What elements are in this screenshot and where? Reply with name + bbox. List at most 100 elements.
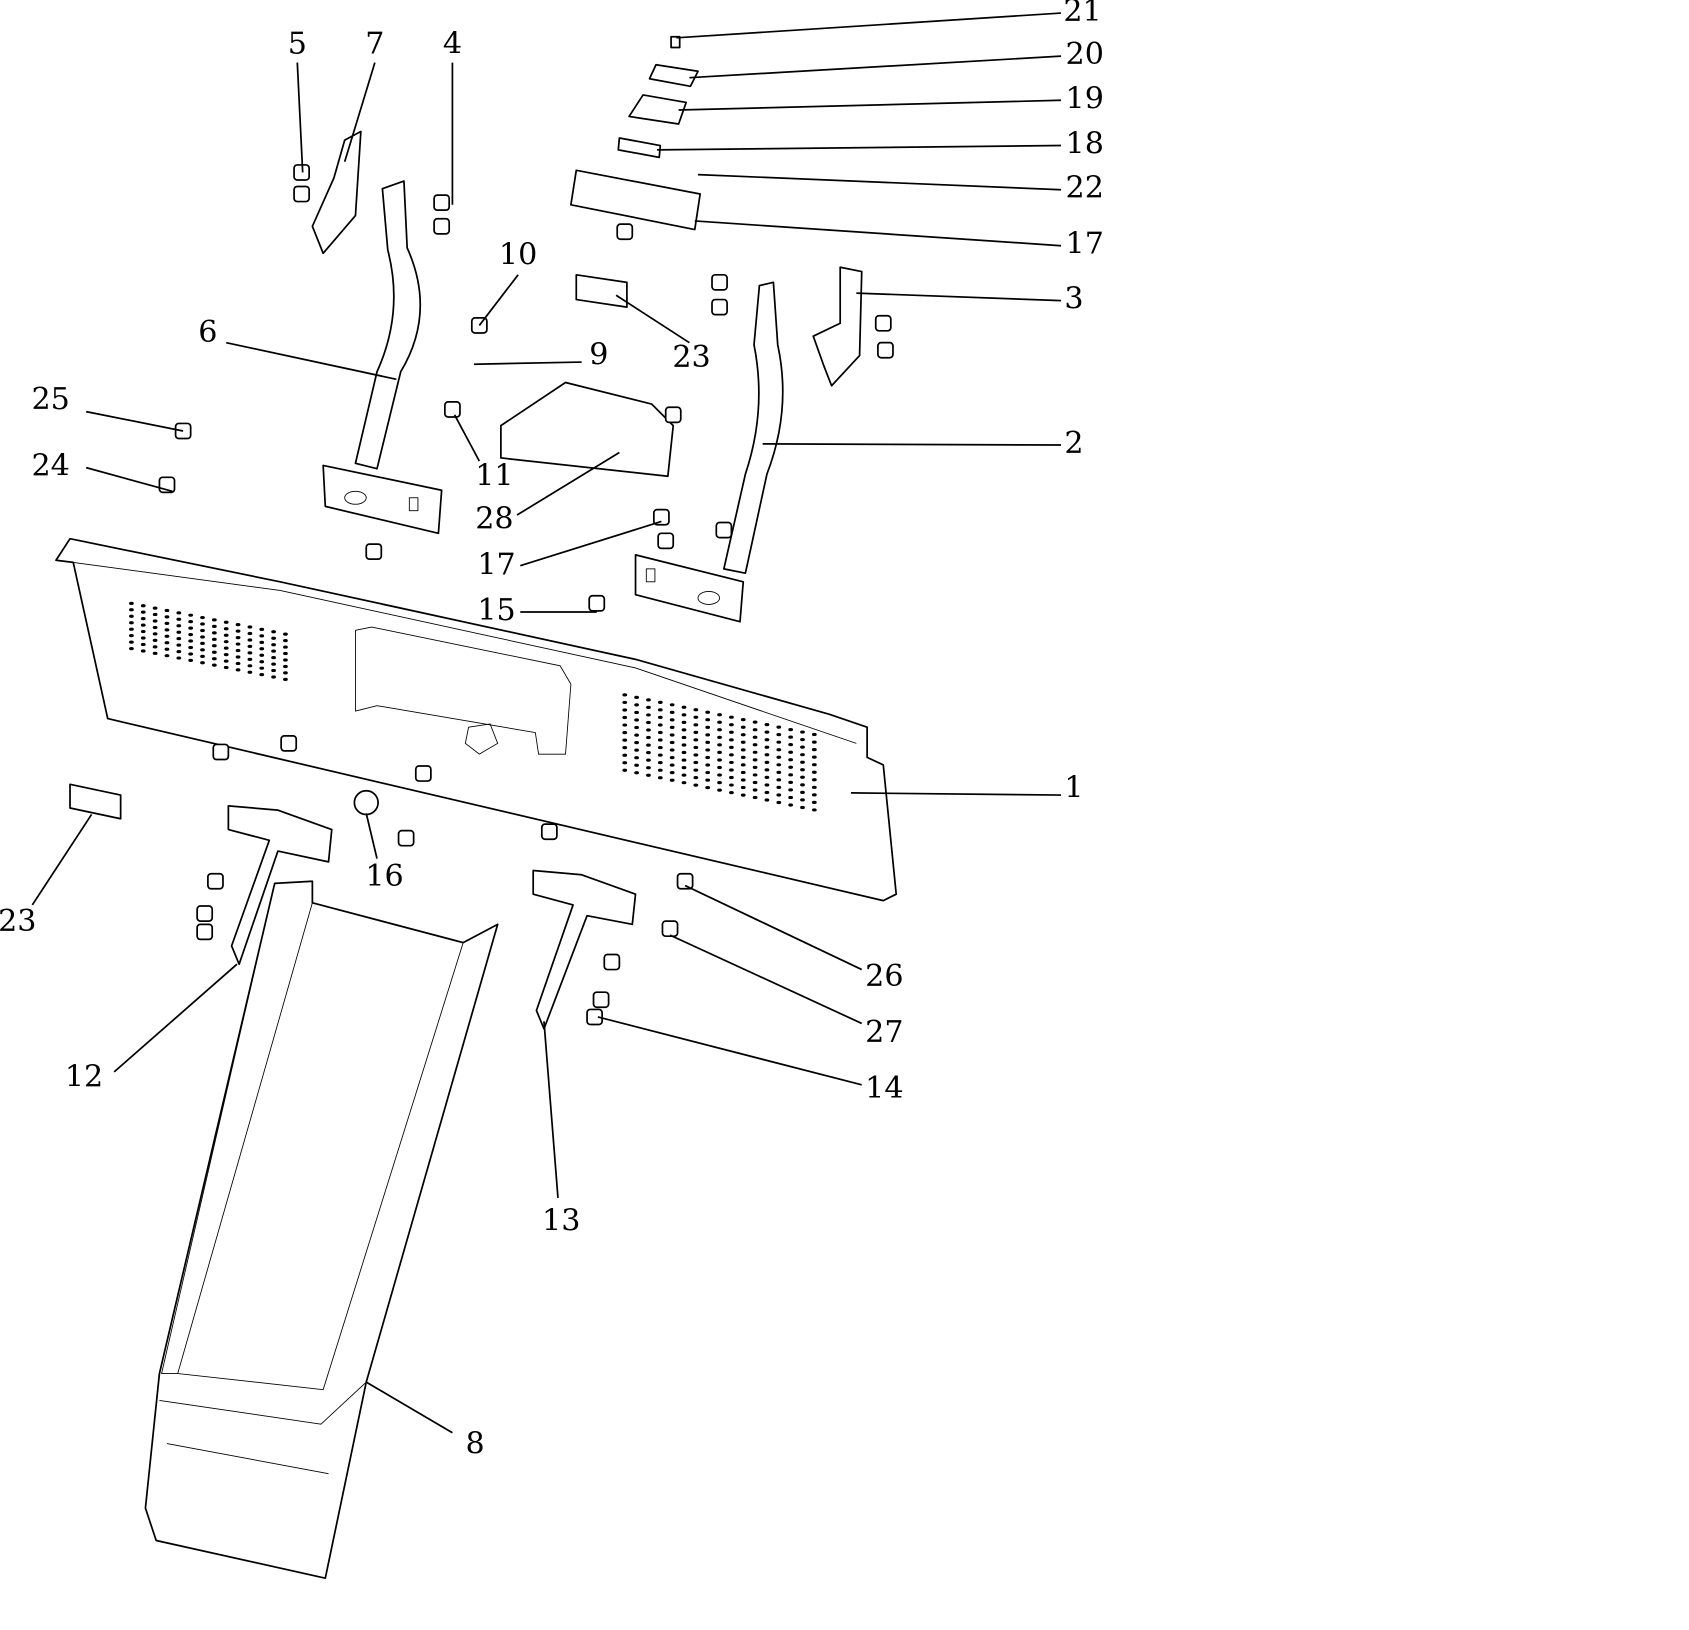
callout-number: 12 xyxy=(65,1059,103,1094)
vent-hole xyxy=(622,708,628,712)
vent-hole xyxy=(657,715,663,720)
vent-hole xyxy=(693,783,699,787)
vent-hole xyxy=(669,763,675,767)
vent-hole xyxy=(247,657,253,661)
callout-number: 3 xyxy=(1064,282,1083,317)
vent-hole xyxy=(188,632,194,637)
vent-hole xyxy=(752,743,758,747)
vent-hole xyxy=(634,740,639,745)
vent-hole xyxy=(788,780,794,784)
leader-line xyxy=(597,1016,862,1086)
vent-hole xyxy=(705,718,711,722)
vent-hole xyxy=(622,738,628,742)
callout-number: 5 xyxy=(288,26,307,61)
vent-hole xyxy=(259,647,265,651)
leader-line xyxy=(296,62,304,173)
grommet-icon xyxy=(353,789,379,816)
callout-number: 23 xyxy=(0,904,36,939)
leader-line xyxy=(657,144,1062,151)
vent-hole xyxy=(800,805,805,810)
part-switch-upper xyxy=(575,273,628,308)
vent-hole xyxy=(740,778,746,782)
callout: 22 xyxy=(697,171,1104,206)
vent-hole xyxy=(646,713,651,717)
part-chute xyxy=(144,880,499,1580)
vent-hole xyxy=(622,693,628,697)
leader-line xyxy=(678,99,1062,111)
vent-hole xyxy=(271,649,276,653)
vent-hole xyxy=(634,718,639,722)
vent-hole xyxy=(164,608,170,613)
vent-hole xyxy=(693,753,699,757)
leader-line xyxy=(543,1021,559,1199)
vent-hole xyxy=(200,654,205,658)
vent-hole xyxy=(800,783,805,787)
vent-hole xyxy=(657,776,663,780)
vent-hole xyxy=(729,753,734,757)
vent-hole xyxy=(811,755,817,759)
leader-line xyxy=(85,466,173,493)
leader-line xyxy=(473,361,582,366)
callout-number: 1 xyxy=(1064,771,1083,806)
vent-hole xyxy=(657,738,663,742)
callout-number: 2 xyxy=(1064,426,1083,461)
callout: 15 xyxy=(477,593,597,628)
vent-hole xyxy=(764,753,770,757)
vent-hole xyxy=(634,725,639,730)
vent-hole xyxy=(740,763,746,767)
bolt-icon xyxy=(664,406,682,424)
bolt-icon xyxy=(444,401,461,418)
vent-hole xyxy=(140,604,146,608)
leader-line xyxy=(516,451,620,516)
vent-hole xyxy=(693,760,699,765)
vent-hole xyxy=(705,740,711,745)
callout-number: 21 xyxy=(1063,0,1101,29)
vent-hole xyxy=(283,671,288,675)
vent-hole xyxy=(235,635,241,640)
vent-hole xyxy=(283,651,288,656)
vent-hole xyxy=(283,632,288,636)
vent-hole xyxy=(657,768,663,772)
vent-hole xyxy=(235,655,241,659)
vent-hole xyxy=(693,768,699,772)
vent-hole xyxy=(811,748,817,752)
vent-hole xyxy=(164,628,170,632)
vent-hole xyxy=(646,766,651,770)
vent-hole xyxy=(681,720,687,724)
vent-hole xyxy=(752,773,758,777)
vent-hole xyxy=(140,623,146,627)
bolt-icon xyxy=(715,521,733,539)
vent-hole xyxy=(140,629,146,634)
vent-hole xyxy=(752,780,758,785)
bolt-icon xyxy=(586,1008,603,1026)
vent-hole xyxy=(271,630,276,634)
callout: 12 xyxy=(65,963,238,1094)
part-switch-lower xyxy=(69,783,122,820)
fasteners xyxy=(158,164,894,1026)
callout: 28 xyxy=(475,451,620,536)
vent-hole xyxy=(717,735,722,739)
vent-hole xyxy=(164,621,170,625)
vent-hole xyxy=(646,705,651,710)
vent-hole xyxy=(693,730,699,734)
callout: 16 xyxy=(365,813,404,894)
vent-hole xyxy=(729,715,734,719)
vent-hole xyxy=(776,793,782,797)
vent-hole xyxy=(188,620,194,624)
vent-hole xyxy=(235,642,241,646)
vent-hole xyxy=(188,613,194,617)
vent-hole xyxy=(740,770,746,775)
vent-hole xyxy=(164,615,170,619)
vent-hole xyxy=(681,735,687,740)
bolt-icon xyxy=(433,194,451,212)
vent-hole xyxy=(271,675,276,679)
callout-number: 26 xyxy=(865,959,903,994)
vent-hole xyxy=(176,611,182,615)
callout: 24 xyxy=(31,449,173,493)
vent-hole xyxy=(129,614,134,618)
vent-hole xyxy=(776,763,782,767)
vent-hole xyxy=(681,773,687,777)
leader-line xyxy=(478,274,519,326)
vent-hole xyxy=(740,785,746,790)
